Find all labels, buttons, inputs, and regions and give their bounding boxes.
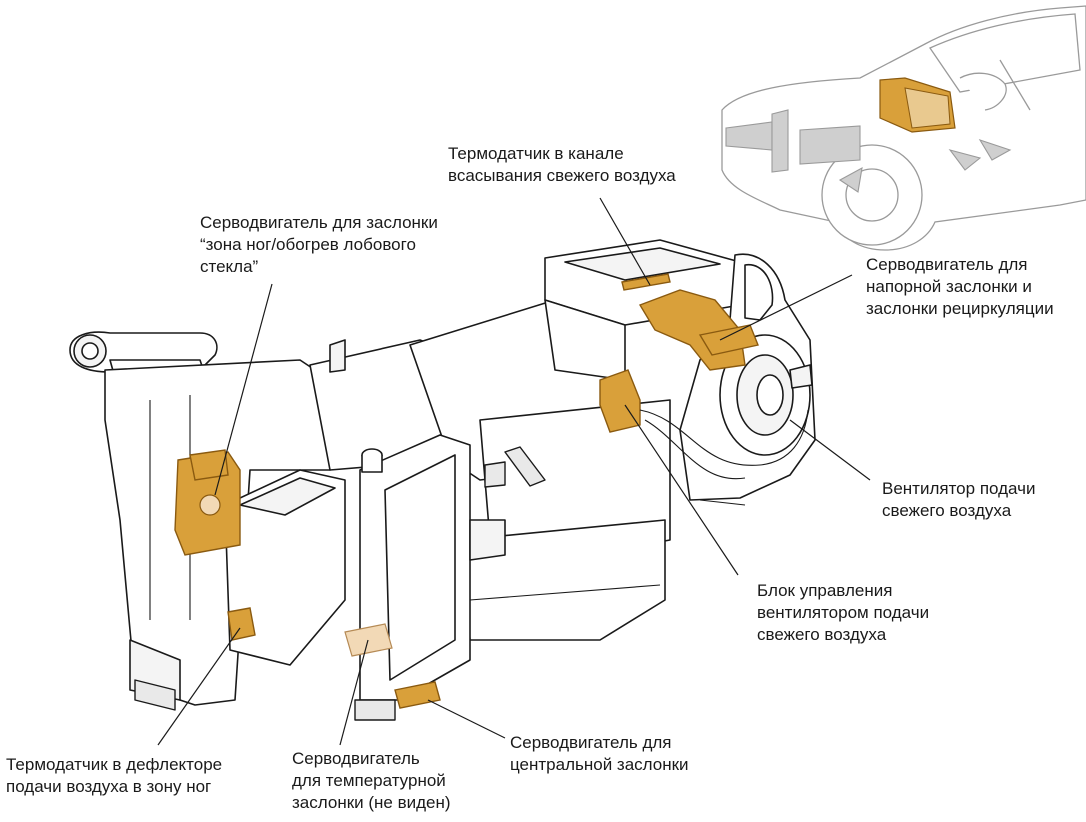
wiring [639, 409, 809, 466]
label-blower-control: Блок управления вентилятором подачи свеж… [757, 581, 930, 644]
footwell-outlet-frame [224, 434, 506, 721]
leader-lines [157, 197, 871, 746]
label-footwell-servo: Серводвигатель для заслонки “зона ног/об… [200, 213, 438, 276]
label-footwell-sensor: Термодатчик в дефлекторе подачи воздуха … [6, 755, 223, 796]
label-pressure-servo: Серводвигатель для напорной заслонки и з… [866, 255, 1054, 318]
label-central-servo: Серводвигатель для центральной заслонки [510, 733, 689, 774]
footwell-sensor-body [227, 607, 256, 641]
blower-control-unit [599, 369, 641, 433]
footwell-servo-body [174, 449, 241, 556]
blower-housing [679, 253, 816, 506]
label-intake-sensor: Термодатчик в канале всасывания свежего … [448, 144, 676, 185]
car-location-inset [721, 5, 1086, 251]
label-temperature-servo: Серводвигатель для температурной заслонк… [292, 749, 451, 812]
pressure-servo-arm [698, 324, 759, 356]
label-blower: Вентилятор подачи свежего воздуха [882, 479, 1036, 520]
temperature-servo-hidden [344, 623, 393, 657]
central-servo-body [394, 681, 441, 709]
